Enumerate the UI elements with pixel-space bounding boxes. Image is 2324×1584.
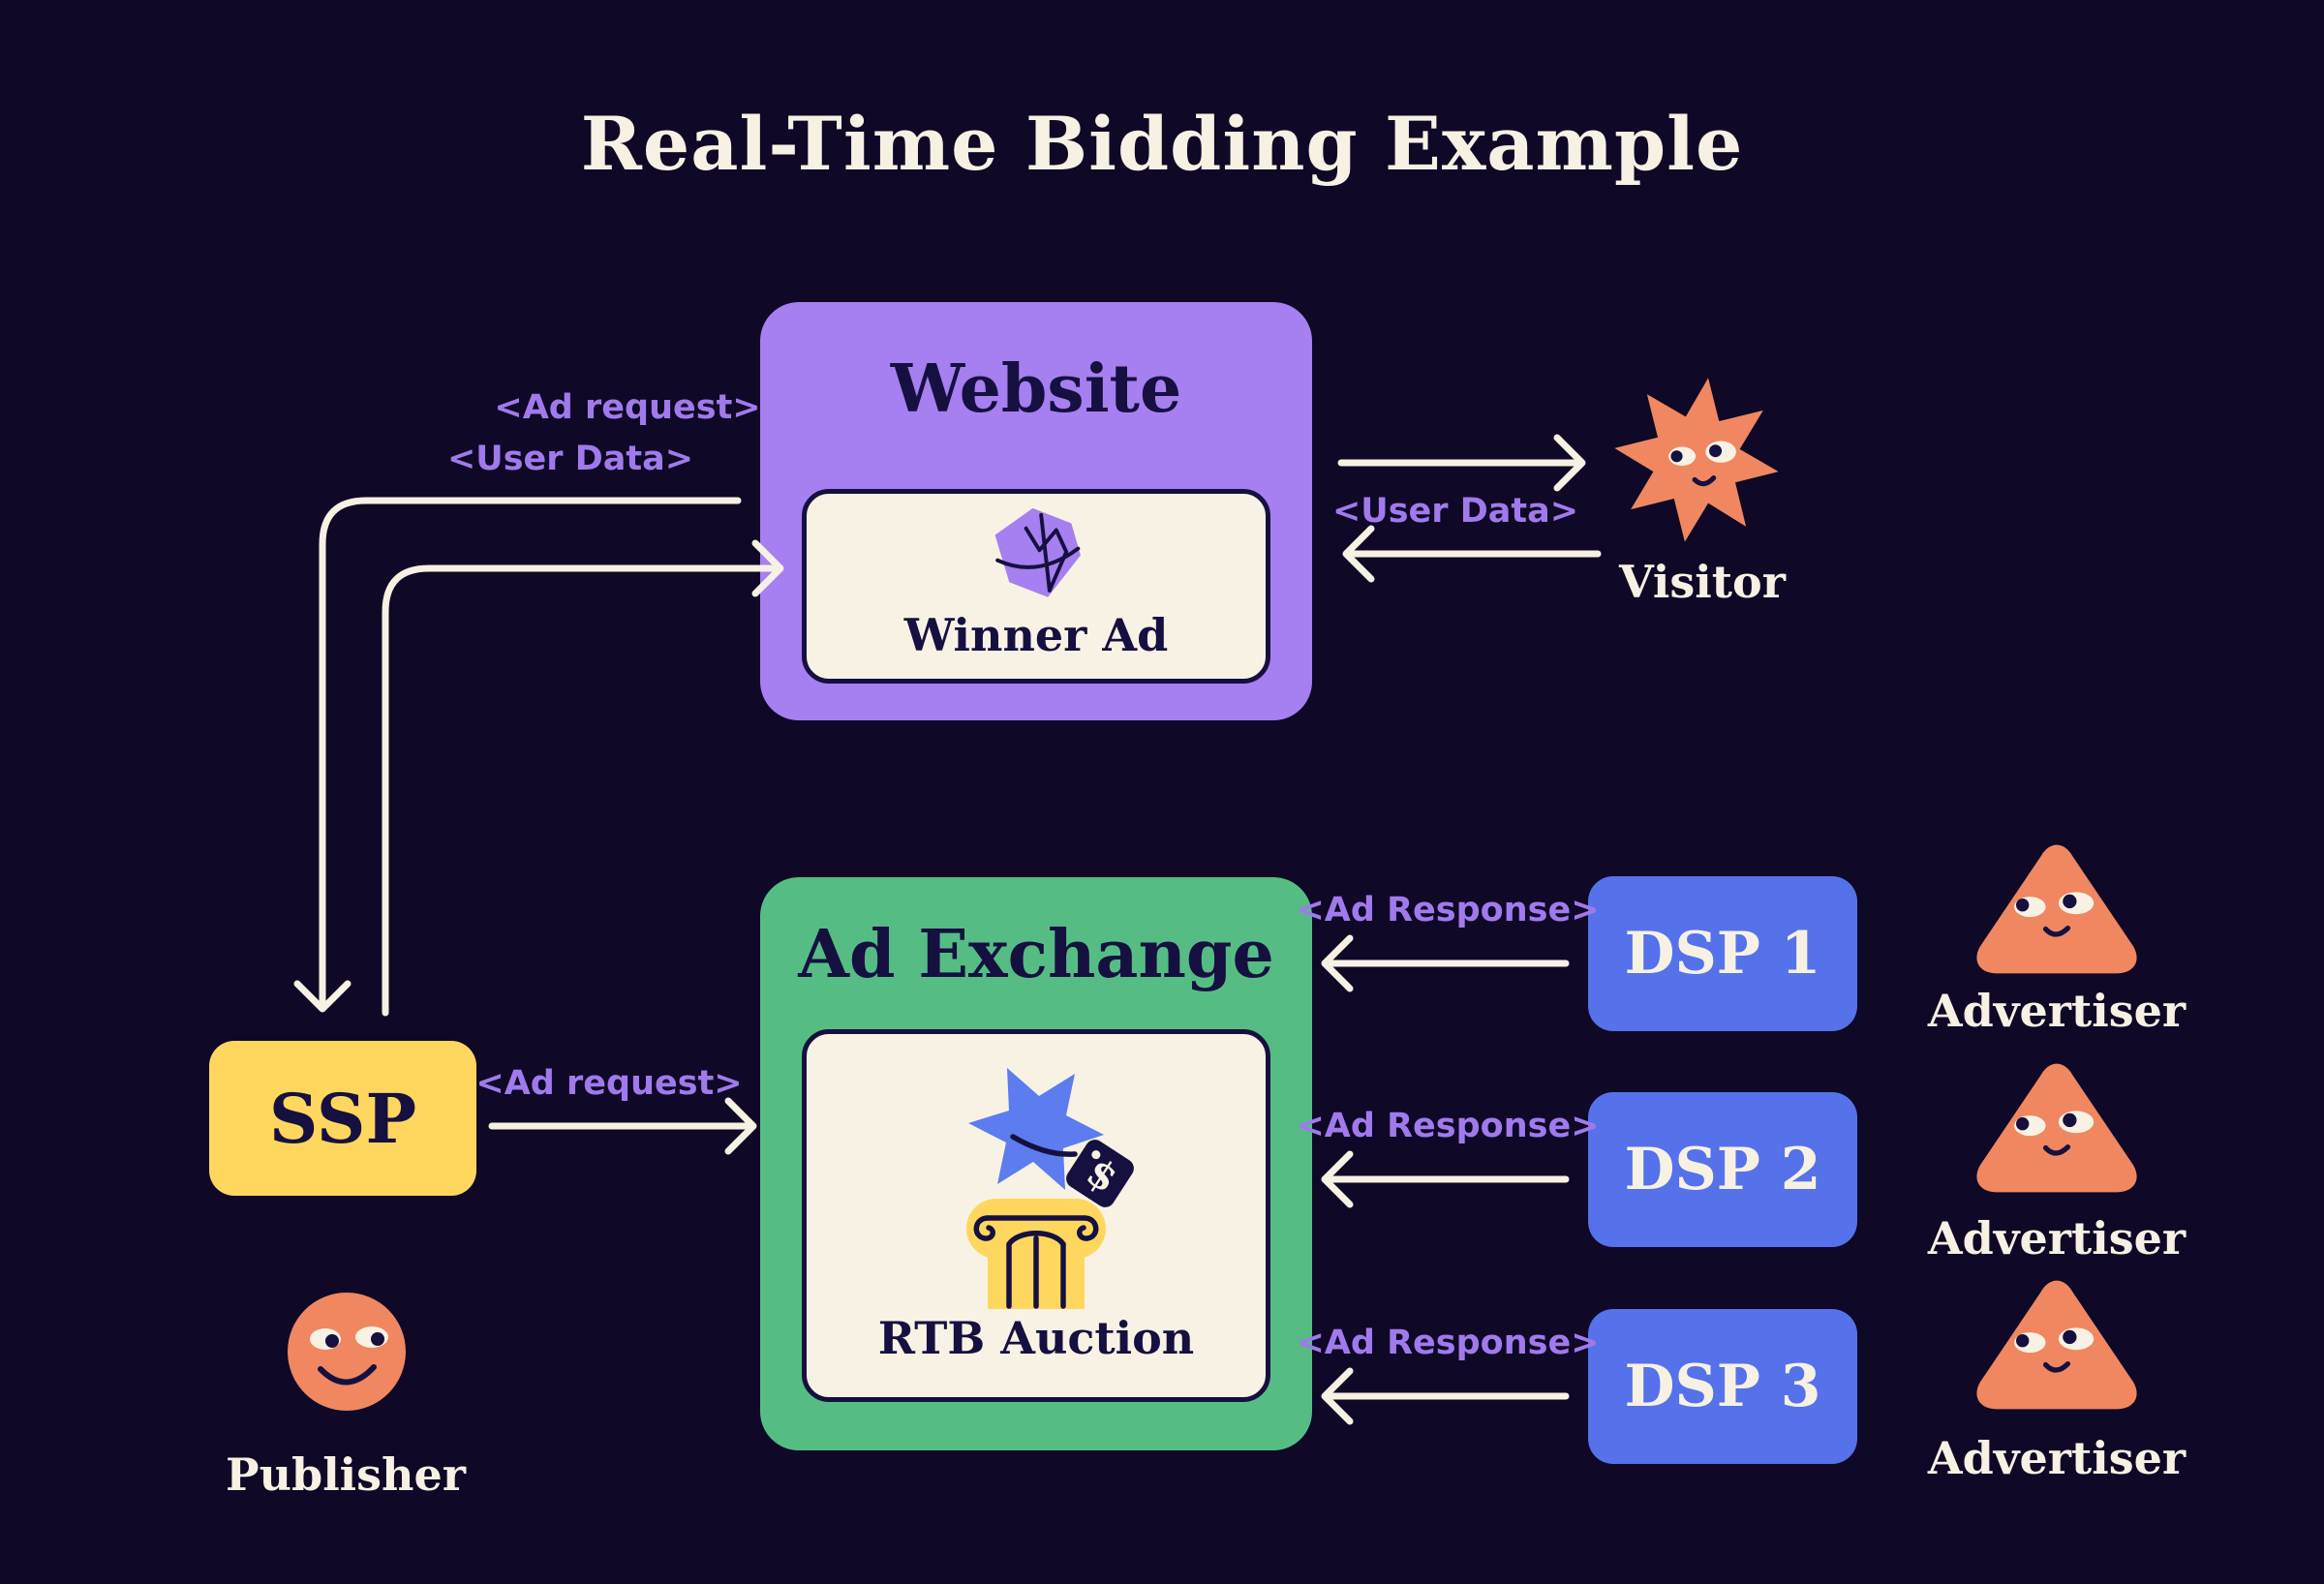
arrow-visitor-to-website-head (1342, 525, 1375, 583)
ssp-label: SSP (268, 1078, 417, 1159)
dsp-2-label: DSP 2 (1624, 1136, 1821, 1203)
ad-exchange-box: Ad Exchange $ (760, 877, 1312, 1450)
ad-response-label-1: <Ad Response> (1296, 891, 1600, 929)
ad-request-to-ssp-label: <Ad request> (494, 388, 761, 427)
gem-icon (994, 507, 1081, 597)
dsp-2-box: DSP 2 (1588, 1092, 1857, 1247)
arrow-website-to-visitor-head (1553, 434, 1586, 492)
ssp-box: SSP (209, 1041, 476, 1196)
advertiser-label-3: Advertiser (1927, 1432, 2186, 1484)
visitor-star-icon (1614, 378, 1779, 542)
arrow-website-to-ssp-head (293, 980, 352, 1013)
auction-icon: $ (966, 1068, 1134, 1309)
ad-response-label-3: <Ad Response> (1296, 1324, 1600, 1362)
price-tag-icon: $ (1066, 1140, 1134, 1207)
dsp-3-label: DSP 3 (1624, 1353, 1821, 1420)
dsp-1-box: DSP 1 (1588, 876, 1857, 1031)
arrow-ssp-to-website (382, 564, 779, 1017)
visitor-label: Visitor (1619, 556, 1786, 608)
arrow-dsp3-to-exchange-head (1321, 1367, 1354, 1425)
winner-ad-card: Winner Ad (802, 489, 1270, 684)
ad-response-label-2: <Ad Response> (1296, 1107, 1600, 1145)
arrow-ssp-to-exchange-head (724, 1097, 757, 1155)
advertiser-label-1: Advertiser (1927, 985, 2186, 1037)
rtb-auction-label: RTB Auction (877, 1312, 1195, 1364)
publisher-label: Publisher (226, 1448, 466, 1501)
advertiser-icon-1 (1976, 844, 2137, 974)
website-title: Website (890, 350, 1182, 428)
publisher-icon (288, 1293, 406, 1411)
arrow-dsp2-to-exchange-head (1321, 1150, 1354, 1208)
dsp-3-box: DSP 3 (1588, 1309, 1857, 1464)
ad-exchange-title: Ad Exchange (798, 916, 1274, 993)
advertiser-label-2: Advertiser (1927, 1212, 2186, 1264)
advertiser-icon-3 (1976, 1280, 2137, 1410)
arrow-dsp1-to-exchange-head (1321, 934, 1354, 992)
user-data-to-ssp-label: <User Data> (446, 440, 694, 478)
arrow-website-to-ssp (319, 497, 742, 1011)
ad-request-to-exchange-label: <Ad request> (475, 1064, 743, 1103)
winner-ad-label: Winner Ad (903, 609, 1169, 661)
website-box: Website Winner Ad (760, 302, 1312, 720)
advertiser-icon-2 (1976, 1063, 2137, 1193)
column-icon (966, 1199, 1106, 1309)
page-title: Real-Time Bidding Example (580, 101, 1744, 187)
dsp-1-label: DSP 1 (1624, 920, 1821, 988)
user-data-visitor-label: <User Data> (1331, 492, 1579, 531)
rtb-auction-card: $ RTB Auction (802, 1029, 1270, 1402)
